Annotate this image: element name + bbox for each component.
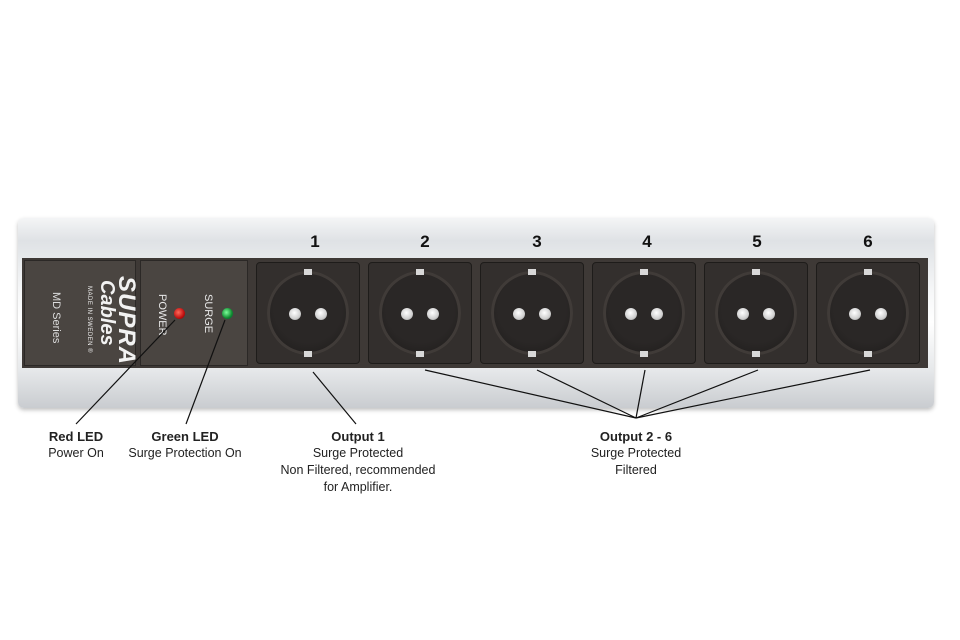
output-number-4: 4 [642,232,652,251]
socket-face-icon [603,269,685,357]
output4-leader [635,369,646,419]
callout-output-1-line-1: Surge Protected [312,446,404,460]
output-number-6: 6 [863,232,873,251]
red-led-leader [75,319,176,425]
brand-panel [24,260,136,366]
socket-face-icon [379,269,461,357]
output-number-1: 1 [310,232,320,251]
red-led-icon [174,308,185,319]
callout-green-led-title: Green LED [151,429,219,444]
socket-face-icon [267,269,349,357]
callout-output-2-6-line-2: Filtered [615,463,657,477]
output-number-3: 3 [532,232,542,251]
output-number-5: 5 [752,232,762,251]
socket-6 [816,262,920,364]
callout-output-2-6-line-1: Surge Protected [590,446,682,460]
callout-output-1: Output 1 Surge Protected Non Filtered, r… [272,428,444,496]
socket-3 [480,262,584,364]
output3-leader [536,369,637,419]
callout-red-led-title: Red LED [48,429,104,444]
output-number-2: 2 [420,232,430,251]
socket-4 [592,262,696,364]
output6-leader [635,369,871,419]
green-led-leader [185,319,226,425]
callout-green-led: Green LED Surge Protection On [120,428,250,462]
green-led-icon [222,308,233,319]
socket-face-icon [491,269,573,357]
callout-output-1-title: Output 1 [331,429,385,444]
callout-output-1-line-2: Non Filtered, recommended [280,463,436,477]
socket-2 [368,262,472,364]
socket-face-icon [715,269,797,357]
socket-1 [256,262,360,364]
callout-output-1-line-3: for Amplifier. [323,480,393,494]
callout-output-2-6-title: Output 2 - 6 [599,429,673,444]
socket-5 [704,262,808,364]
callout-green-led-line-1: Surge Protection On [128,446,242,460]
output2-leader [424,369,637,419]
output5-leader [635,369,759,419]
socket-face-icon [827,269,909,357]
callout-red-led-line-1: Power On [48,446,104,460]
callout-output-2-6: Output 2 - 6 Surge Protected Filtered [576,428,696,479]
callout-red-led: Red LED Power On [30,428,122,462]
output1-leader [312,371,357,425]
